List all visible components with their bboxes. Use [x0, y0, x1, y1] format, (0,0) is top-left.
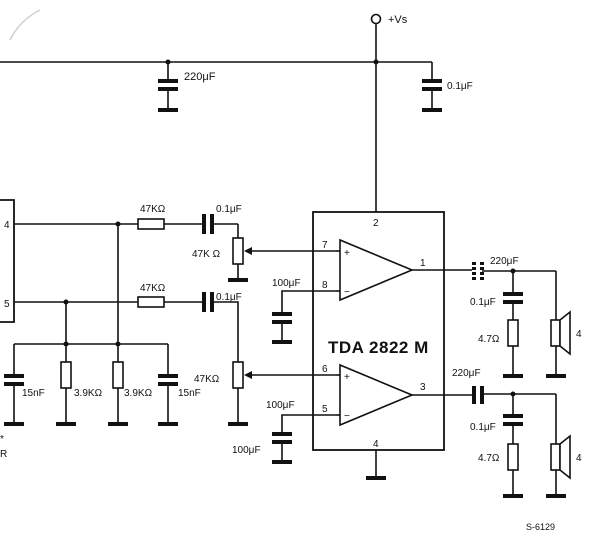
drawing-id: S-6129	[526, 522, 555, 532]
out-cap-bottom-label: 220μF	[452, 368, 481, 379]
supply-bulk-cap-label: 220μF	[184, 71, 216, 83]
svg-text:−: −	[344, 287, 350, 298]
ic-pin-4: 4	[373, 439, 379, 450]
r-39k-right-label: 3.9KΩ	[124, 388, 153, 399]
ic-pin-5: 5	[322, 404, 328, 415]
pot-bottom-label: 47KΩ	[194, 374, 220, 385]
svg-text:+: +	[344, 248, 350, 259]
r-in-bottom-label: 47KΩ	[140, 283, 166, 294]
svg-text:−: −	[344, 411, 350, 422]
amp-top: + − 7 8 1	[322, 238, 472, 302]
speaker-top-icon	[550, 319, 561, 347]
output-bottom: 220μF 0.1μF 4.7Ω 4	[452, 368, 582, 498]
zobel-cap-bottom-label: 0.1μF	[470, 422, 496, 433]
zobel-r-top-label: 4.7Ω	[478, 334, 500, 345]
supply-label: +Vs	[388, 14, 408, 26]
supply-decouple-cap-label: 0.1μF	[447, 81, 473, 92]
ic-body: 2 4 TDA 2822 M	[312, 200, 445, 480]
junction-dots	[63, 59, 516, 397]
ic-pin-1: 1	[420, 258, 426, 269]
ic-pin-6: 6	[322, 364, 328, 375]
supply-terminal: +Vs	[370, 13, 408, 26]
connector-pin-5: 5	[4, 299, 10, 310]
ic-pin-2: 2	[373, 218, 379, 229]
output-top: 220μF 0.1μF 4.7Ω 4	[470, 256, 582, 378]
speaker-bottom-icon	[550, 443, 561, 471]
speaker-bottom-label: 4	[576, 453, 582, 464]
r-39k-left-label: 3.9KΩ	[74, 388, 103, 399]
pin5-capacitor: 100μF 100μF	[232, 400, 336, 464]
out-cap-top-label: 220μF	[490, 256, 519, 267]
ic-pin-7: 7	[322, 240, 328, 251]
amp-bottom: + − 6 5 3	[322, 363, 472, 427]
pin8-capacitor: 100μF	[272, 278, 336, 344]
top-input-path: 47KΩ 0.1μF 47K Ω	[14, 204, 336, 282]
ic-name: TDA 2822 M	[328, 338, 429, 357]
cap-pin5-bottom-label: 100μF	[232, 445, 261, 456]
ic-pin-8: 8	[322, 280, 328, 291]
cap-15n-left-label: 15nF	[22, 388, 45, 399]
pot-top-label: 47K Ω	[192, 249, 221, 260]
connector-pin-4: 4	[4, 220, 10, 231]
supply-rail	[0, 24, 432, 200]
rc-network: 15nF 3.9KΩ 3.9KΩ 15nF	[4, 224, 201, 426]
connector-side-label: R	[0, 449, 7, 460]
ic-pin-3: 3	[420, 382, 426, 393]
connector-star: *	[0, 434, 4, 445]
speaker-top-label: 4	[576, 329, 582, 340]
input-connector: 4 5 * R	[0, 199, 15, 460]
cap-in-bottom-label: 0.1μF	[216, 292, 242, 303]
cap-in-top-label: 0.1μF	[216, 204, 242, 215]
zobel-r-bottom-label: 4.7Ω	[478, 453, 500, 464]
supply-decouple-capacitor: 0.1μF	[422, 62, 473, 112]
supply-bulk-capacitor: 220μF	[158, 62, 216, 112]
zobel-cap-top-label: 0.1μF	[470, 297, 496, 308]
corner-mark	[9, 9, 41, 41]
cap-pin8-label: 100μF	[272, 278, 301, 289]
cap-pin5-label: 100μF	[266, 400, 295, 411]
cap-15n-right-label: 15nF	[178, 388, 201, 399]
svg-text:+: +	[344, 372, 350, 383]
r-in-top-label: 47KΩ	[140, 204, 166, 215]
